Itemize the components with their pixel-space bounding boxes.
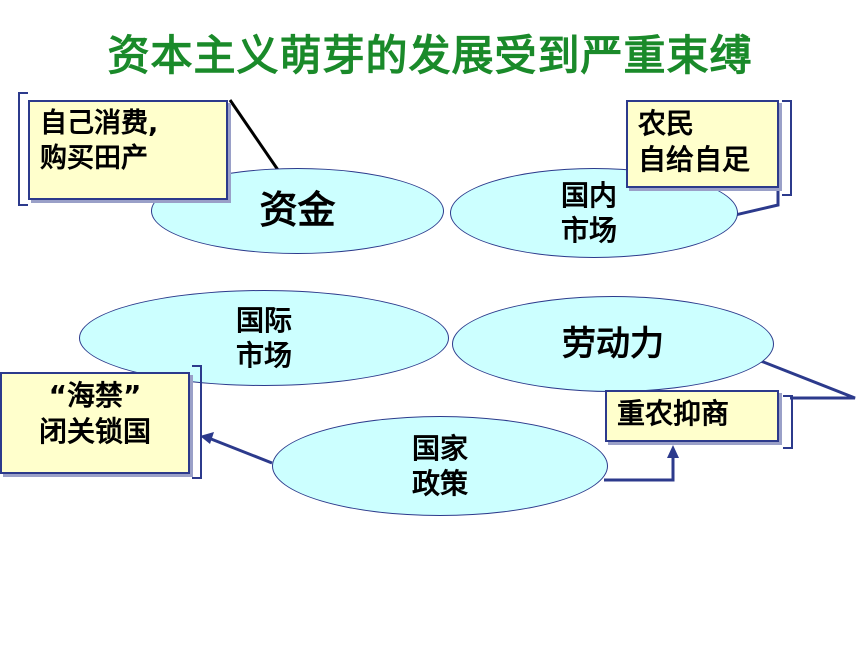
node-international-market: 国际 市场 — [79, 290, 449, 386]
node-international-market-label: 国际 市场 — [235, 304, 292, 372]
callout-self-consumption: 自己消费, 购买田产 — [28, 100, 228, 200]
callout-peasant-self-sufficiency: 农民 自给自足 — [626, 100, 779, 188]
connector-policy-to-agri — [604, 455, 675, 482]
node-labor-label: 劳动力 — [562, 323, 664, 364]
connector-capital — [228, 99, 280, 171]
bracket-self-consumption — [18, 92, 28, 206]
connector-policy-to-seaban — [205, 435, 273, 465]
bracket-agriculture — [783, 395, 793, 449]
arrowhead-agri — [667, 445, 679, 458]
callout-sea-ban: “海禁” 闭关锁国 — [0, 372, 190, 474]
node-labor: 劳动力 — [452, 296, 774, 392]
node-state-policy-label: 国家 政策 — [411, 432, 468, 500]
callout-agriculture-over-commerce: 重农抑商 — [605, 390, 779, 442]
page-title: 资本主义萌芽的发展受到严重束缚 — [107, 31, 753, 80]
node-state-policy: 国家 政策 — [272, 416, 608, 516]
connector-labor — [737, 350, 856, 400]
bracket-peasant — [782, 100, 792, 196]
arrowhead-seaban — [200, 432, 214, 444]
node-capital-label: 资金 — [259, 188, 336, 233]
node-domestic-market-label: 国内 市场 — [560, 179, 617, 247]
bracket-sea-ban — [192, 365, 202, 479]
